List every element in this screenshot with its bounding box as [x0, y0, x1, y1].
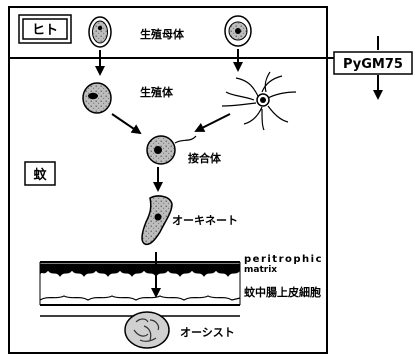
matrix-label: matrix [244, 265, 277, 275]
zygote-label: 接合体 [188, 151, 222, 165]
arrow-male-gamete-to-zygote [196, 114, 230, 131]
human-label: ヒト [32, 23, 58, 38]
ookinete-cell [142, 196, 172, 244]
oocyst-label: オーシスト [180, 326, 235, 339]
arrow-female-gamete-to-zygote [112, 114, 140, 133]
mosquito-label-box: 蚊 [25, 162, 55, 185]
female-gamete-cell [83, 83, 111, 113]
gamete-label: 生殖体 [140, 85, 174, 99]
mosquito-label: 蚊 [33, 167, 47, 183]
human-label-box: ヒト [19, 15, 71, 43]
gametocyte-cell-2 [225, 16, 251, 46]
male-gamete-exflagellation [222, 72, 296, 130]
ookinete-label: オーキネート [172, 214, 238, 227]
peritrophic-matrix [40, 262, 240, 276]
midgut-epithelium-label: 蚊中腸上皮細胞 [244, 285, 321, 299]
gene-label: PyGM75 [343, 57, 403, 72]
peritrophic-label: peritrophic [244, 254, 323, 265]
gametocyte-label: 生殖母体 [140, 27, 185, 41]
oocyst-cell [125, 312, 169, 348]
gametocyte-cell-1 [89, 17, 111, 47]
